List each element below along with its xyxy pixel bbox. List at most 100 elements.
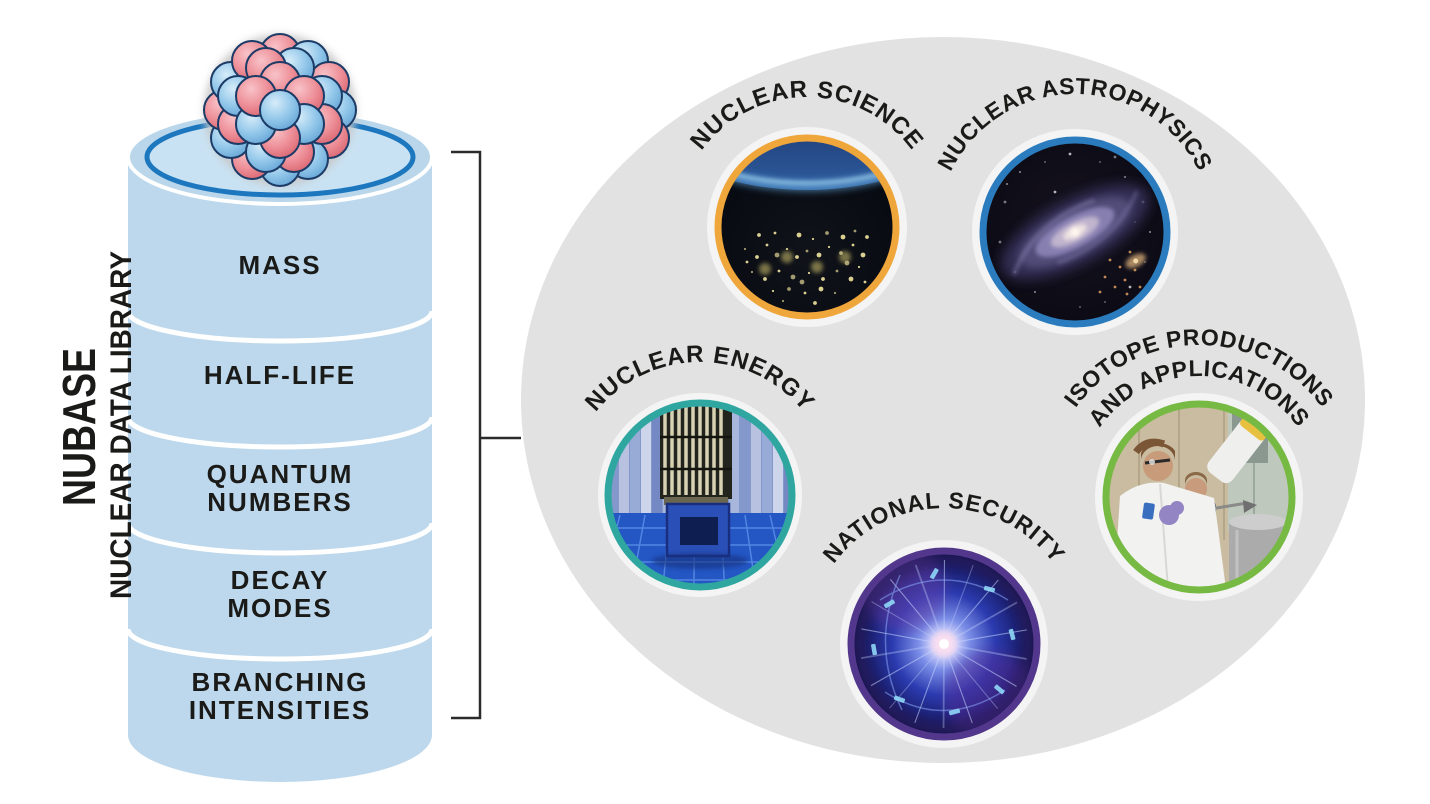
decoration — [844, 260, 850, 266]
layer-label-half-life: HALF-LIFE — [204, 360, 356, 390]
decoration — [948, 708, 961, 716]
decoration — [762, 406, 772, 515]
decoration — [914, 564, 943, 637]
decoration — [1044, 161, 1046, 163]
decoration — [652, 406, 662, 515]
atomic-nucleus-icon — [259, 89, 301, 131]
decoration — [833, 291, 837, 295]
layer-label-numbers: NUMBERS — [207, 487, 352, 517]
decoration — [883, 599, 895, 609]
decoration — [840, 234, 846, 240]
decoration — [1053, 190, 1057, 194]
decoration — [740, 406, 750, 515]
decoration — [994, 684, 1005, 695]
decoration — [1003, 200, 1007, 204]
decoration — [781, 251, 793, 263]
app-isotope-productions: ISOTOPE PRODUCTIONS AND APPLICATIONS — [1059, 324, 1339, 601]
decoration — [743, 247, 747, 251]
decoration — [983, 585, 996, 593]
decoration — [870, 647, 938, 687]
decoration — [787, 287, 791, 291]
decoration — [1079, 306, 1081, 308]
decoration — [729, 406, 739, 515]
decoration — [914, 651, 942, 723]
decoration — [1008, 628, 1016, 641]
layer-separator — [125, 628, 435, 662]
decoration — [641, 406, 651, 515]
energy-ring — [604, 399, 796, 591]
library-subtitle: NUCLEAR DATA LIBRARY — [105, 251, 138, 599]
layer-label-decay: DECAY — [231, 565, 330, 595]
decoration — [799, 279, 805, 285]
decoration — [853, 229, 857, 233]
decoration — [630, 406, 640, 515]
decoration — [1108, 258, 1112, 262]
layer-label-modes: MODES — [227, 593, 332, 623]
decoration — [818, 286, 824, 292]
decoration — [1019, 171, 1021, 173]
decoration — [929, 568, 939, 580]
reactor-core-image — [611, 406, 789, 584]
decoration — [950, 647, 1017, 687]
decoration — [893, 695, 906, 703]
decoration — [946, 565, 974, 637]
decoration — [1113, 155, 1117, 159]
isotope-ring — [1102, 400, 1296, 594]
decoration — [785, 247, 789, 251]
decoration — [861, 644, 937, 660]
decoration — [807, 271, 811, 275]
decoration — [839, 251, 843, 255]
decoration — [805, 249, 809, 253]
decoration — [835, 269, 839, 273]
decoration — [871, 601, 938, 641]
atomic-nucleus-icon — [203, 33, 357, 187]
decoration — [1144, 261, 1146, 263]
decoration — [774, 252, 780, 258]
layer-label-mass: MASS — [238, 250, 321, 280]
decoration — [1124, 176, 1126, 178]
decoration — [795, 255, 799, 259]
astrophysics-ring — [979, 136, 1171, 328]
app-nuclear-science: NUCLEAR SCIENCE — [685, 76, 928, 327]
decoration — [946, 651, 973, 724]
decoration — [619, 406, 629, 515]
decoration — [796, 232, 802, 238]
security-ring — [847, 547, 1041, 741]
decoration — [1125, 292, 1129, 296]
layer-separator — [125, 522, 435, 556]
decoration — [821, 277, 825, 281]
decoration — [951, 644, 1027, 660]
nubase-title: NUBASE — [53, 348, 105, 506]
decoration — [811, 261, 823, 273]
decoration — [813, 301, 817, 305]
decoration — [861, 628, 937, 644]
decoration — [1103, 275, 1107, 279]
decoration — [803, 291, 807, 295]
decoration — [759, 263, 771, 275]
decoration — [884, 574, 903, 711]
decoration — [1149, 231, 1151, 233]
decoration — [863, 280, 867, 284]
decoration — [755, 255, 759, 259]
particle-collision-image — [854, 554, 1034, 734]
decoration — [1098, 290, 1102, 294]
decoration — [1006, 183, 1008, 185]
decoration — [871, 643, 878, 656]
decoration — [998, 240, 1002, 244]
decoration — [848, 276, 854, 282]
bracket-connector — [451, 150, 521, 720]
layer-separator — [125, 310, 435, 344]
decoration — [751, 406, 761, 515]
decoration — [777, 269, 781, 273]
decoration — [765, 243, 769, 247]
decoration — [1138, 285, 1142, 289]
decoration — [1123, 278, 1127, 282]
decoration — [889, 579, 940, 639]
decoration — [1068, 152, 1072, 156]
layer-label-branching: BRANCHING — [192, 667, 369, 697]
decoration — [1128, 250, 1132, 254]
decoration — [1128, 285, 1132, 289]
layer-label-intensities: INTENSITIES — [189, 695, 371, 725]
